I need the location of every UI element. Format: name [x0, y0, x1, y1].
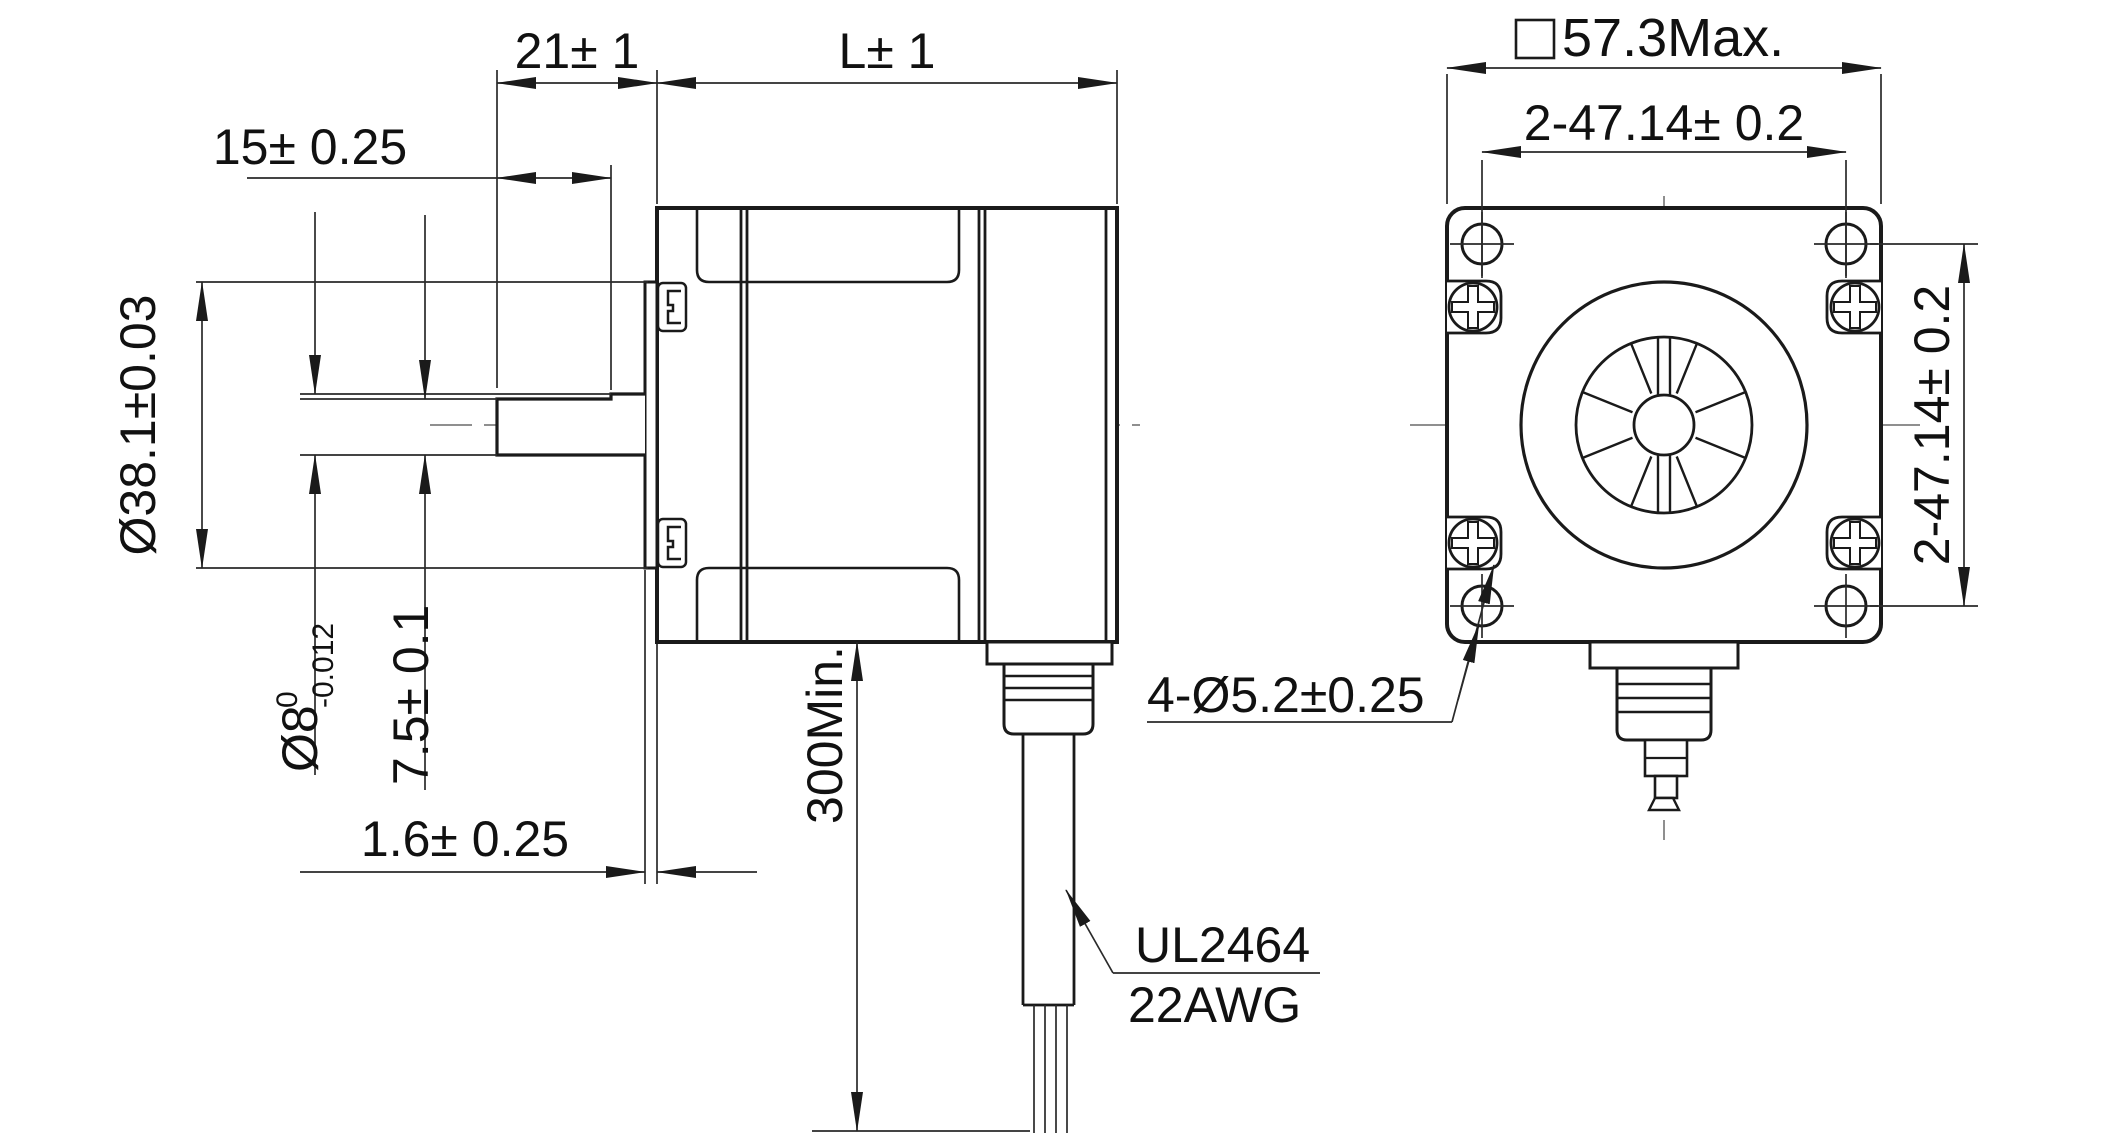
- cable-note-line1: UL2464: [1135, 917, 1310, 973]
- dim-label-shaft-diameter-upper-tol: 0: [271, 691, 304, 708]
- dim-label-lead-length: 300Min.: [797, 646, 853, 824]
- dim-label-flat-length: 15± 0.25: [213, 119, 407, 175]
- dim-shaft-length: 21± 1: [496, 23, 658, 388]
- dim-body-width: 57.3Max.: [1446, 8, 1882, 204]
- dim-pilot-diameter: Ø38.1±0.03: [110, 281, 648, 569]
- bottom-chamfer-line: [695, 566, 961, 642]
- dim-label-flat-height: 7.5± 0.1: [383, 605, 439, 785]
- rotor-circle: [1574, 335, 1754, 515]
- shaft-flat-lines: [1656, 338, 1672, 512]
- dim-label-pilot-depth: 1.6± 0.25: [361, 811, 569, 867]
- front-view: 57.3Max. 2-47.14± 0.2 2-47.14± 0.2 4-Ø5.…: [1147, 8, 1978, 840]
- dim-flat-height: 7.5± 0.1: [300, 215, 497, 790]
- cable: [1021, 734, 1076, 1007]
- dim-label-hole-spacing-vertical: 2-47.14± 0.2: [1904, 285, 1960, 565]
- dim-flat-length: 15± 0.25: [213, 119, 612, 390]
- pilot-boss-front: [1519, 280, 1809, 570]
- assembly-screw-top-right: [1825, 279, 1881, 335]
- cable-note: UL2464 22AWG: [1065, 889, 1320, 1033]
- dim-label-mounting-holes: 4-Ø5.2±0.25: [1147, 667, 1425, 723]
- dim-hole-spacing-vertical: 2-47.14± 0.2: [1870, 243, 1978, 607]
- shaft-front: [1632, 393, 1696, 457]
- pilot-boss-side: [643, 280, 659, 570]
- dim-label-pilot-diameter: Ø38.1±0.03: [110, 295, 166, 556]
- cable-gland-side: [985, 640, 1114, 1133]
- assembly-screw-bottom-right: [1825, 515, 1881, 571]
- lead-wires: [1033, 1005, 1068, 1133]
- assembly-screw-top-left: [1447, 279, 1503, 335]
- cable-gland-front: [1588, 640, 1740, 812]
- dim-shaft-diameter: Ø8 0 -0.012: [271, 212, 611, 775]
- dim-label-body-length: L± 1: [839, 23, 936, 79]
- dim-label-shaft-diameter-lower-tol: -0.012: [307, 623, 340, 708]
- dim-label-shaft-length: 21± 1: [515, 23, 640, 79]
- screw-head-side-top: [656, 281, 688, 333]
- cable-note-line2: 22AWG: [1128, 977, 1301, 1033]
- dim-pilot-depth: 1.6± 0.25: [300, 570, 757, 884]
- screw-head-side-bottom: [656, 517, 688, 569]
- dim-label-shaft-diameter: Ø8: [272, 705, 328, 772]
- motor-shaft: [495, 392, 645, 457]
- dim-mounting-holes: 4-Ø5.2±0.25: [1147, 564, 1495, 723]
- dim-body-length: L± 1: [656, 23, 1118, 204]
- dim-label-body-width: 57.3Max.: [1562, 8, 1784, 68]
- rotor-spokes: [1582, 343, 1746, 507]
- top-chamfer-line: [695, 208, 961, 284]
- dim-label-hole-spacing-horizontal: 2-47.14± 0.2: [1524, 95, 1804, 151]
- dim-hole-spacing-horizontal: 2-47.14± 0.2: [1481, 95, 1847, 278]
- assembly-screw-bottom-left: [1447, 515, 1503, 571]
- square-symbol-icon: [1514, 18, 1556, 60]
- side-view: 21± 1 L± 1 15± 0.25 Ø38.1±0.03: [110, 23, 1320, 1133]
- motor-body-side: [655, 206, 1119, 644]
- dim-lead-length: 300Min.: [797, 641, 1030, 1132]
